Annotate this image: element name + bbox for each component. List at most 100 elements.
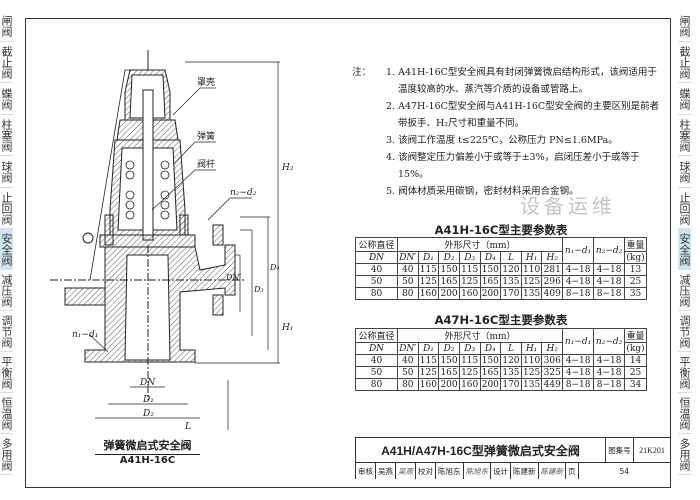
table-cell: 135 <box>500 275 522 288</box>
table-cell: 115 <box>458 263 481 276</box>
table-cell: 80 <box>355 287 398 300</box>
reviewer-signature: 吴燕 <box>396 463 416 479</box>
side-tab-10[interactable]: 恒温阀 <box>0 393 13 434</box>
reviewer: 吴燕 <box>376 463 396 479</box>
side-tab-9[interactable]: 平衡阀 <box>0 352 13 393</box>
hdr-dims: 外形尺寸（mm） <box>396 328 564 343</box>
drawing-frame <box>25 18 671 488</box>
side-tab-0[interactable]: 闸阀 <box>678 10 691 42</box>
caption-title: 弹簧微启式安全阀 <box>95 437 200 455</box>
label-l: L <box>184 422 191 430</box>
side-tab-5[interactable]: 止回阀 <box>0 188 13 229</box>
hdr-dn: DN <box>355 251 398 264</box>
table-cell: 50 <box>355 275 398 288</box>
table-cell: 4−18 <box>593 275 626 288</box>
side-tab-2[interactable]: 蝶阀 <box>678 83 691 115</box>
table-cell: 80 <box>397 378 419 391</box>
table-cell: 150 <box>438 263 460 276</box>
drawing-caption: 弹簧微启式安全阀 A41H-16C <box>95 437 200 466</box>
table-cell: 409 <box>541 287 564 300</box>
label-cover: 罩壳 <box>197 76 215 88</box>
side-tab-10[interactable]: 恒温阀 <box>678 393 691 434</box>
table-cell: 135 <box>520 287 543 300</box>
designer-signature: 陈建新 <box>539 463 566 479</box>
table-cell: 165 <box>479 275 502 288</box>
table-cell: 449 <box>541 378 564 391</box>
table-cell: 80 <box>355 378 398 391</box>
table-cell: 25 <box>624 366 647 379</box>
hdr-n1d1: n₁−d₁ <box>562 237 595 264</box>
table-cell: 200 <box>438 378 460 391</box>
label-n1d1: n₁−d₁ <box>72 330 98 340</box>
table-cell: 4−18 <box>593 366 626 379</box>
side-tab-4[interactable]: 球阀 <box>0 156 13 188</box>
hdr-col: H₂ <box>541 342 564 355</box>
side-tab-5[interactable]: 止回阀 <box>678 188 691 229</box>
side-tab-6[interactable]: 安全阀 <box>678 229 691 270</box>
table-cell: 4−18 <box>562 263 595 276</box>
table-cell: 135 <box>520 378 543 391</box>
hdr-col: D₃ <box>458 251 481 264</box>
drawing-title: A41H/A47H-16C型弹簧微启式安全阀 <box>356 438 606 462</box>
table-cell: 125 <box>520 366 543 379</box>
side-tab-1[interactable]: 截止阀 <box>678 42 691 83</box>
table-cell: 120 <box>500 263 522 276</box>
table-cell: 50 <box>397 366 419 379</box>
table-cell: 8−18 <box>593 287 626 300</box>
table-cell: 4−18 <box>562 354 595 367</box>
side-tab-2[interactable]: 蝶阀 <box>0 83 13 115</box>
note-3: 3. 该阀工作温度 t≤225℃，公称压力 PN≤1.6MPa。 <box>386 135 618 146</box>
side-tab-11[interactable]: 多用阀 <box>678 434 691 475</box>
table-cell: 160 <box>458 287 481 300</box>
designer: 陈建新 <box>511 463 539 479</box>
checker-signature: 陈旭东 <box>464 463 491 479</box>
hdr-weight: 重量 <box>624 328 647 343</box>
side-tab-4[interactable]: 球阀 <box>678 156 691 188</box>
side-tab-0[interactable]: 闸阀 <box>0 10 13 42</box>
table-cell: 150 <box>479 263 502 276</box>
table-cell: 40 <box>397 263 419 276</box>
label-d1: D₁ <box>142 395 154 405</box>
label-h2: H₂ <box>281 163 294 173</box>
table-cell: 110 <box>520 263 543 276</box>
note-1: 1. A41H-16C型安全阀具有封闭弹簧微启结构形式，该阀适用于温度较高的水、… <box>386 67 657 95</box>
page-number: 54 <box>579 463 671 479</box>
side-tab-9[interactable]: 平衡阀 <box>678 352 691 393</box>
atlas-number: 21K201 <box>634 438 671 462</box>
table-cell: 14 <box>624 354 647 367</box>
table-cell: 200 <box>479 287 502 300</box>
table-cell: 200 <box>479 378 502 391</box>
table-cell: 40 <box>397 354 419 367</box>
hdr-col: L <box>500 251 522 264</box>
table-cell: 115 <box>417 354 440 367</box>
design-label: 设计 <box>491 463 511 479</box>
table-cell: 165 <box>479 366 502 379</box>
side-tab-8[interactable]: 调节阀 <box>678 311 691 352</box>
hdr-n1d1: n₁−d₁ <box>562 328 595 355</box>
side-tab-6[interactable]: 安全阀 <box>0 229 13 270</box>
side-tab-11[interactable]: 多用阀 <box>0 434 13 475</box>
table-cell: 115 <box>417 263 440 276</box>
table-cell: 34 <box>624 378 647 391</box>
side-tab-7[interactable]: 减压阀 <box>0 270 13 311</box>
side-tab-1[interactable]: 截止阀 <box>0 42 13 83</box>
hdr-col: D₄ <box>479 342 502 355</box>
table-title-a41h: A41H-16C型主要参数表 <box>434 223 568 237</box>
side-tab-8[interactable]: 调节阀 <box>0 311 13 352</box>
hdr-weight-unit: (kg) <box>624 342 647 355</box>
table-cell: 165 <box>438 366 460 379</box>
side-tab-7[interactable]: 减压阀 <box>678 270 691 311</box>
table-title-a47h: A47H-16C型主要参数表 <box>434 313 568 327</box>
side-tab-3[interactable]: 柱塞阀 <box>678 115 691 156</box>
table-cell: 4−18 <box>562 366 595 379</box>
side-tab-3[interactable]: 柱塞阀 <box>0 115 13 156</box>
label-d2: D₂ <box>142 409 154 419</box>
side-tabs-right: 闸阀截止阀蝶阀柱塞阀球阀止回阀安全阀减压阀调节阀平衡阀恒温阀多用阀 <box>678 10 700 475</box>
table-cell: 200 <box>438 287 460 300</box>
